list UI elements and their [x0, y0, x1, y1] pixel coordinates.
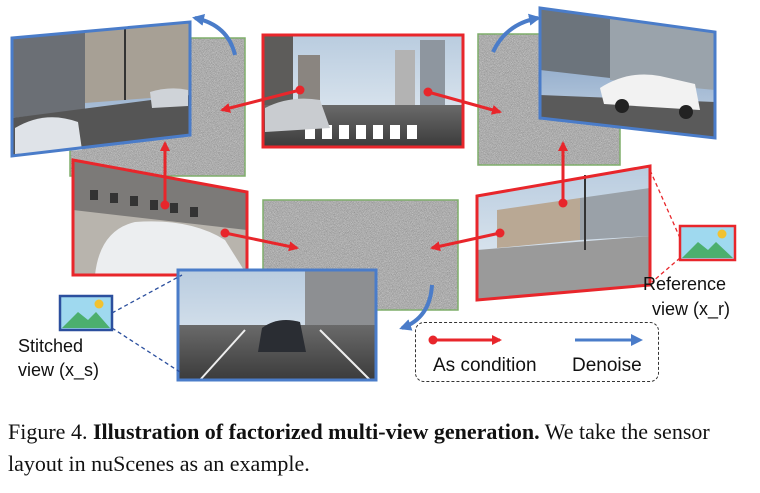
condition-arrow-backleft-to-topleft — [160, 141, 170, 210]
legend-denoise-label: Denoise — [572, 355, 642, 376]
denoise-arrow-center — [399, 284, 434, 331]
condition-arrow-front-to-topright — [423, 87, 502, 115]
reference-view-label-line1: Reference — [643, 274, 727, 294]
legend-condition-arrow — [428, 335, 502, 345]
condition-arrow-backright-to-center — [430, 228, 505, 252]
reference-view-label-line2: view (x_r) — [652, 299, 731, 319]
stitched-view-label-line2: view (x_s) — [18, 360, 100, 380]
legend-box — [415, 322, 659, 382]
caption-prefix: Figure 4. — [8, 419, 88, 444]
condition-arrow-backright-to-topright — [558, 141, 568, 208]
stitched-connector-bottom — [111, 327, 181, 373]
camera-view-back-left — [71, 158, 249, 277]
condition-arrow-front-to-topleft — [220, 85, 305, 113]
camera-view-front-right — [538, 6, 717, 140]
condition-arrow-backleft-to-center — [220, 228, 299, 252]
stitched-connector-top — [111, 274, 183, 314]
figure-diagram — [10, 6, 737, 382]
figure-caption: Figure 4. Illustration of factorized mul… — [8, 416, 753, 480]
camera-view-front-left — [10, 20, 192, 158]
caption-body: We take the sensor layout in nuScenes as… — [8, 419, 710, 476]
denoise-arrow-top-right — [491, 13, 541, 53]
stitched-image-icon — [58, 294, 114, 332]
reference-connector-bottom — [651, 257, 681, 283]
caption-title: Illustration of factorized multi-view ge… — [92, 419, 540, 444]
legend-condition-label: As condition — [433, 355, 537, 376]
stitched-view-label-line1: Stitched — [18, 336, 84, 356]
reference-image-icon — [678, 224, 737, 262]
reference-connector-top — [649, 169, 681, 239]
denoise-arrow-top-left — [192, 14, 237, 56]
camera-view-back — [176, 268, 378, 382]
camera-view-back-right — [475, 164, 652, 302]
